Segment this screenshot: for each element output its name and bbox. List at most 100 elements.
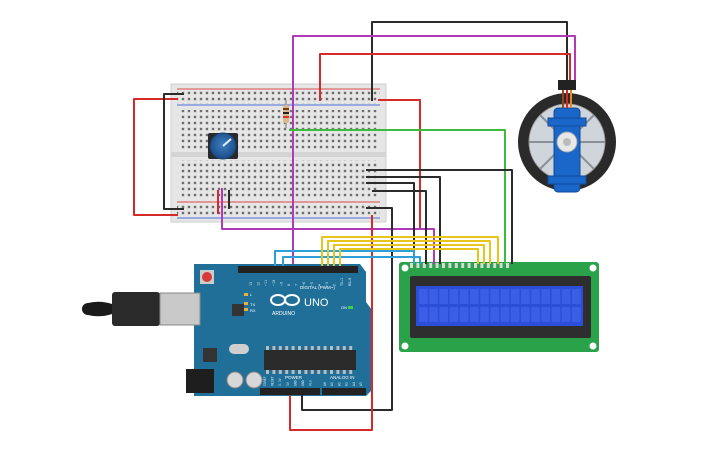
ic-pin: [330, 370, 333, 374]
ic-pin: [336, 346, 340, 350]
ic-pin: [272, 346, 276, 350]
lcd-char-cell: [510, 289, 520, 304]
lcd-pin: [410, 263, 413, 268]
l-label: L: [250, 292, 253, 297]
ic-pin: [298, 346, 301, 350]
ic-pin: [330, 346, 333, 350]
power-pin-label: GND: [301, 380, 305, 386]
on-led: [348, 306, 353, 309]
ic-pin: [266, 370, 269, 374]
lcd-pin: [422, 263, 426, 268]
lcd-char-cell: [541, 289, 550, 304]
ic-pin: [342, 346, 346, 350]
power-pin-label: IOREF: [263, 376, 267, 386]
digital-pin-label: RX←0: [348, 278, 352, 286]
board-model: UNO: [304, 297, 329, 309]
analog-pin-label: A1: [330, 382, 334, 386]
lcd-char-cell: [419, 307, 428, 322]
servo-connector: [558, 80, 576, 90]
on-label: ON: [341, 305, 347, 310]
digital-pin-label: 7: [295, 284, 299, 286]
rx-led: [244, 308, 248, 311]
lcd-char-cell: [500, 289, 510, 304]
digital-pin-label: ~9: [279, 282, 283, 286]
digital-pin-label: ~5: [310, 282, 314, 286]
lcd-pin: [448, 263, 452, 268]
lcd-char-cell: [551, 307, 561, 322]
resistor: [283, 100, 289, 128]
potentiometer[interactable]: [208, 132, 238, 160]
lcd-char-cell: [572, 307, 581, 322]
lcd-pin: [435, 263, 439, 268]
ic-pin: [285, 346, 289, 350]
lcd-char-cell: [510, 307, 520, 322]
lcd-16x2: [399, 262, 599, 352]
ic-pin: [336, 370, 340, 374]
power-pin-label: RESET: [271, 376, 275, 386]
lcd-char-cell: [429, 307, 438, 322]
analog-pin-label: A2: [337, 382, 341, 386]
lcd-pin: [416, 263, 420, 268]
lcd-char-cell: [561, 307, 571, 322]
ic-pin: [304, 346, 308, 350]
power-pin-label: 5V: [286, 382, 290, 386]
analog-pin-label: A5: [359, 382, 363, 386]
ic-pin: [349, 346, 353, 350]
lcd-char-cell: [551, 289, 561, 304]
ic-pin: [285, 370, 289, 374]
digital-pin-label: ~3: [325, 282, 329, 286]
lcd-char-cell: [572, 289, 581, 304]
lcd-char-cell: [429, 289, 438, 304]
lcd-pin: [486, 263, 490, 268]
lcd-pin: [506, 263, 509, 268]
power-label: POWER: [285, 375, 303, 380]
arduino-logo: [270, 294, 300, 306]
lcd-char-cell: [561, 289, 571, 304]
lcd-char-cell: [490, 307, 499, 322]
ic-pin: [323, 346, 327, 350]
ic-pin: [272, 370, 276, 374]
lcd-char-cell: [470, 307, 479, 322]
power-pin-label: Vin: [309, 380, 313, 386]
tx-led: [244, 302, 248, 305]
ic-pin: [317, 370, 321, 374]
lcd-pin: [467, 263, 471, 268]
lcd-char-cell: [480, 289, 489, 304]
ic-pin: [310, 346, 314, 350]
ic-pin: [278, 370, 282, 374]
lcd-char-cell: [419, 289, 428, 304]
lcd-char-cell: [521, 307, 530, 322]
ic-pin: [298, 370, 301, 374]
lcd-char-cell: [449, 289, 459, 304]
analog-pin-label: A4: [352, 382, 356, 386]
reset-button: [202, 272, 212, 282]
lcd-char-cell: [480, 307, 489, 322]
usb-cable: [82, 292, 201, 326]
digital-pin-label: TX→1: [340, 278, 344, 286]
board-brand: ARDUINO: [272, 311, 295, 317]
digital-pin-label: 4: [317, 284, 321, 286]
wires: [133, 21, 576, 431]
ic-pin: [317, 346, 321, 350]
ic-pin: [342, 370, 346, 374]
lcd-char-cell: [449, 307, 459, 322]
lcd-pin: [499, 263, 503, 268]
lcd-pin: [474, 263, 477, 268]
lcd-char-cell: [470, 289, 479, 304]
lcd-pin: [442, 263, 445, 268]
lcd-char-cell: [500, 307, 510, 322]
digital-pin-label: ~11: [264, 280, 268, 286]
breadboard: [170, 83, 387, 223]
lcd-char-cell: [459, 289, 469, 304]
lcd-char-cell: [531, 307, 540, 322]
power-pin-label: 3.3V: [278, 378, 282, 386]
analog-pin-label: A0: [323, 382, 327, 386]
arduino-uno: UNO ARDUINO DIGITAL (PWM~) POWER ANALOG …: [82, 264, 372, 396]
lcd-char-cell: [521, 289, 530, 304]
digital-pin-label: 2: [333, 284, 337, 286]
lcd-pin: [429, 263, 433, 268]
ic-pin: [291, 346, 295, 350]
lcd-pin: [454, 263, 458, 268]
ic-pin: [266, 346, 269, 350]
